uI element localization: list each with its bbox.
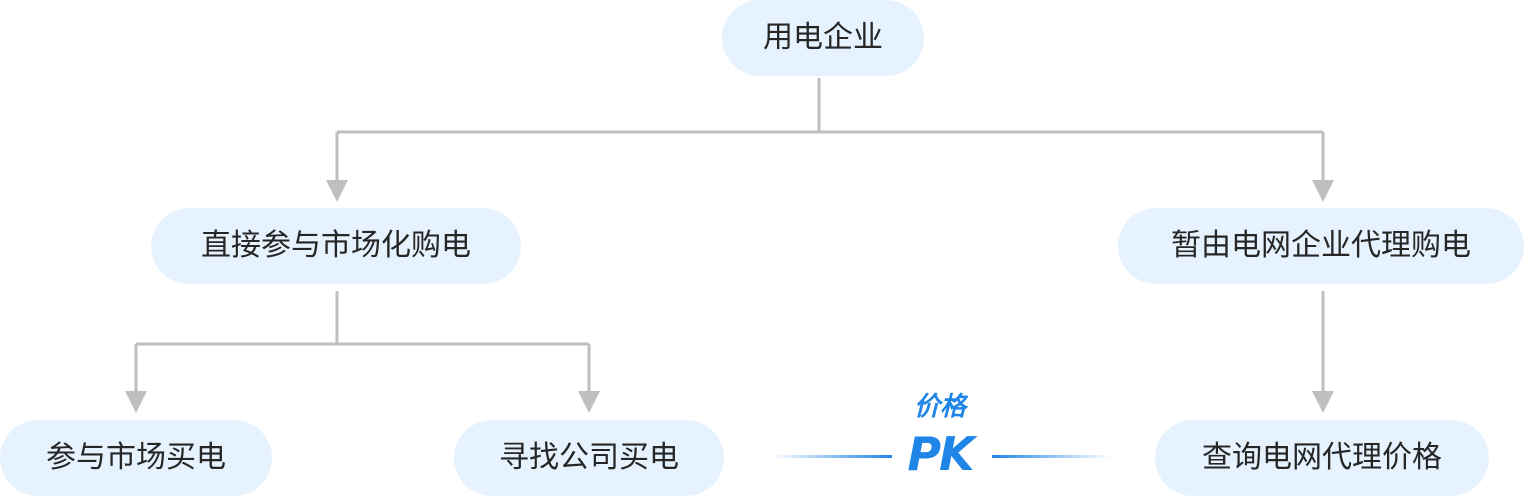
node-direct-market-purchase: 直接参与市场化购电 — [151, 208, 521, 284]
connector-root-branches — [335, 78, 1325, 182]
pk-line-left — [772, 455, 892, 458]
node-market-buy: 参与市场买电 — [0, 420, 272, 496]
arrow-to-market — [125, 391, 147, 413]
pk-mark: PK — [907, 427, 974, 481]
node-company-buy: 寻找公司买电 — [454, 420, 724, 496]
pk-line-right — [992, 455, 1112, 458]
arrow-to-direct — [326, 180, 348, 202]
arrow-to-company — [578, 391, 600, 413]
connector-direct-children — [134, 291, 591, 393]
node-grid-proxy-purchase: 暂由电网企业代理购电 — [1118, 208, 1524, 284]
price-comparison-label: 价格 — [913, 392, 966, 422]
arrow-to-proxy — [1312, 180, 1334, 202]
node-query-proxy-price: 查询电网代理价格 — [1155, 420, 1489, 496]
arrow-to-query — [1312, 391, 1334, 413]
node-electricity-enterprise: 用电企业 — [722, 0, 924, 76]
